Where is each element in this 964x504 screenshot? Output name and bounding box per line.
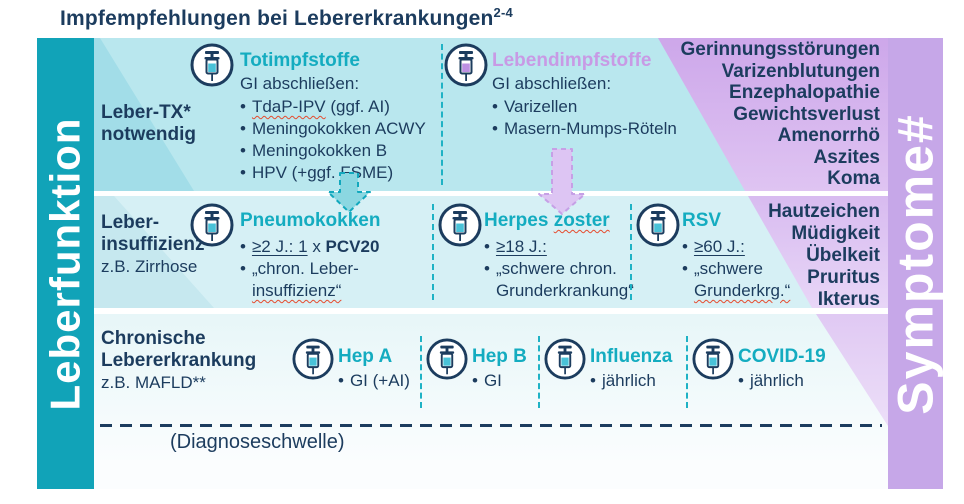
syringe-icon bbox=[444, 43, 488, 87]
axis-symptome-label: Symptome bbox=[888, 142, 943, 415]
syringe-icon bbox=[190, 203, 234, 247]
bullet-herpes-age: ≥18 J.: bbox=[484, 236, 634, 258]
row2-label: Leber- insuffizienz z.B. Zirrhose bbox=[101, 212, 204, 278]
totimpfstoffe-bullets: TdaP-IPV (ggf. AI) Meningokokken ACWY Me… bbox=[240, 96, 426, 184]
symptom-item: Aszites bbox=[813, 146, 880, 168]
divider bbox=[538, 336, 540, 408]
heading-totimpfstoffe: Totimpfstoffe bbox=[240, 50, 360, 71]
heading-hep-b: Hep B bbox=[472, 346, 527, 367]
axis-symptome: Symptome# bbox=[888, 38, 943, 489]
down-arrow-lebendimpfstoffe bbox=[537, 148, 587, 216]
divider bbox=[686, 336, 688, 408]
row3-label-line3: z.B. MAFLD** bbox=[101, 373, 206, 392]
syringe-icon bbox=[544, 338, 586, 380]
totimpfstoffe-subheading: GI abschließen: bbox=[240, 74, 360, 93]
bullet-mmr: Masern-Mumps-Röteln bbox=[492, 118, 677, 140]
syringe-icon bbox=[426, 338, 468, 380]
heading-rsv: RSV bbox=[682, 210, 722, 231]
axis-leberfunktion-label: Leberfunktion bbox=[41, 117, 89, 410]
page-title-text: Impfempfehlungen bei Lebererkrankungen bbox=[60, 7, 494, 30]
symptom-item: Amenorrhö bbox=[777, 125, 880, 146]
row3-label-line1: Chronische bbox=[101, 328, 206, 349]
heading-covid-19: COVID-19 bbox=[738, 346, 826, 367]
bullet-varizellen: Varizellen bbox=[492, 96, 677, 118]
row2-label-line2: insuffizienz bbox=[101, 234, 205, 255]
symptom-item: Hautzeichen bbox=[768, 201, 880, 222]
divider bbox=[420, 336, 422, 408]
row3-label-line2: Lebererkrankung bbox=[101, 350, 257, 371]
symptom-item: Pruritus bbox=[807, 267, 880, 288]
axis-symptome-superscript: # bbox=[888, 112, 943, 143]
syringe-icon bbox=[190, 43, 234, 87]
herpes-bullets: ≥18 J.: „schwere chron.Grunderkrankung“ bbox=[484, 236, 634, 302]
bullet-covid-jaehrlich: jährlich bbox=[738, 370, 804, 392]
hep-b-bullets: GI bbox=[472, 370, 502, 392]
row2-symptom-list: Hautzeichen Müdigkeit Übelkeit Pruritus … bbox=[768, 201, 880, 311]
row3-label: Chronische Lebererkrankung z.B. MAFLD** bbox=[101, 328, 256, 394]
bullet-pcv20: ≥2 J.: 1 x PCV20 bbox=[240, 236, 379, 258]
axis-leberfunktion: Leberfunktion bbox=[37, 38, 94, 489]
syringe-icon bbox=[292, 338, 334, 380]
bullet-influenza-jaehrlich: jährlich bbox=[590, 370, 656, 392]
symptom-item: Müdigkeit bbox=[791, 223, 880, 244]
bullet-herpes-grunderkrankung: „schwere chron.Grunderkrankung“ bbox=[484, 258, 634, 302]
divider bbox=[630, 204, 632, 300]
page-title: Impfempfehlungen bei Lebererkrankungen2-… bbox=[60, 5, 513, 31]
divider bbox=[441, 44, 443, 185]
influenza-bullets: jährlich bbox=[590, 370, 656, 392]
lebendimpfstoffe-subheading: GI abschließen: bbox=[492, 74, 612, 93]
row2-label-line3: z.B. Zirrhose bbox=[101, 257, 198, 276]
pneumokokken-bullets: ≥2 J.: 1 x PCV20 „chron. Leber-insuffizi… bbox=[240, 236, 379, 302]
row-leberinsuffizienz: Hautzeichen Müdigkeit Übelkeit Pruritus … bbox=[94, 196, 888, 311]
page-title-superscript: 2-4 bbox=[493, 5, 513, 20]
syringe-icon bbox=[692, 338, 734, 380]
hep-a-bullets: GI (+AI) bbox=[338, 370, 410, 392]
bullet-meningokokken-b: Meningokokken B bbox=[240, 140, 426, 162]
row1-symptom-list: Gerinnungsstörungen Varizenblutungen Enz… bbox=[681, 39, 881, 190]
diagnosis-threshold-line bbox=[100, 424, 882, 427]
bullet-rsv-age: ≥60 J.: bbox=[682, 236, 790, 258]
heading-pneumokokken: Pneumokokken bbox=[240, 210, 381, 231]
diagnosis-threshold-label: (Diagnoseschwelle) bbox=[170, 431, 345, 453]
divider bbox=[432, 204, 434, 300]
heading-influenza: Influenza bbox=[590, 346, 673, 367]
row2-label-line1: Leber- bbox=[101, 212, 160, 233]
heading-hep-a: Hep A bbox=[338, 346, 393, 367]
bullet-chron-leberinsuffizienz: „chron. Leber-insuffizienz“ bbox=[240, 258, 379, 302]
symptom-item: Gewichtsverlust bbox=[733, 103, 880, 125]
syringe-icon bbox=[636, 203, 680, 247]
row-leber-tx: Gerinnungsstörungen Varizenblutungen Enz… bbox=[94, 38, 888, 191]
symptom-item: Koma bbox=[827, 168, 880, 189]
bullet-hep-a-gi: GI (+AI) bbox=[338, 370, 410, 392]
bullet-hep-b-gi: GI bbox=[472, 370, 502, 392]
covid-bullets: jährlich bbox=[738, 370, 804, 392]
bullet-tdap: TdaP-IPV (ggf. AI) bbox=[240, 96, 426, 118]
symptom-item: Gerinnungsstörungen bbox=[680, 39, 881, 60]
row-chronische-lebererkrankung: Chronische Lebererkrankung z.B. MAFLD** … bbox=[94, 314, 888, 489]
symptom-item: Übelkeit bbox=[806, 245, 880, 266]
row1-label-line1: Leber-TX* bbox=[101, 102, 191, 123]
row1-label: Leber-TX* notwendig bbox=[101, 102, 196, 146]
symptom-item: Varizenblutungen bbox=[721, 60, 880, 82]
symptom-item: Ikterus bbox=[817, 289, 880, 310]
down-arrow-totimpfstoffe bbox=[326, 172, 372, 214]
syringe-icon bbox=[438, 203, 482, 247]
bullet-meningokokken-acwy: Meningokokken ACWY bbox=[240, 118, 426, 140]
heading-herpes-zoster: Herpes zoster bbox=[484, 210, 610, 231]
heading-lebendimpfstoffe: Lebendimpfstoffe bbox=[492, 50, 652, 71]
symptom-item: Enzephalopathie bbox=[729, 82, 880, 103]
lebendimpfstoffe-bullets: Varizellen Masern-Mumps-Röteln bbox=[492, 96, 677, 140]
row1-label-line2: notwendig bbox=[101, 124, 196, 145]
